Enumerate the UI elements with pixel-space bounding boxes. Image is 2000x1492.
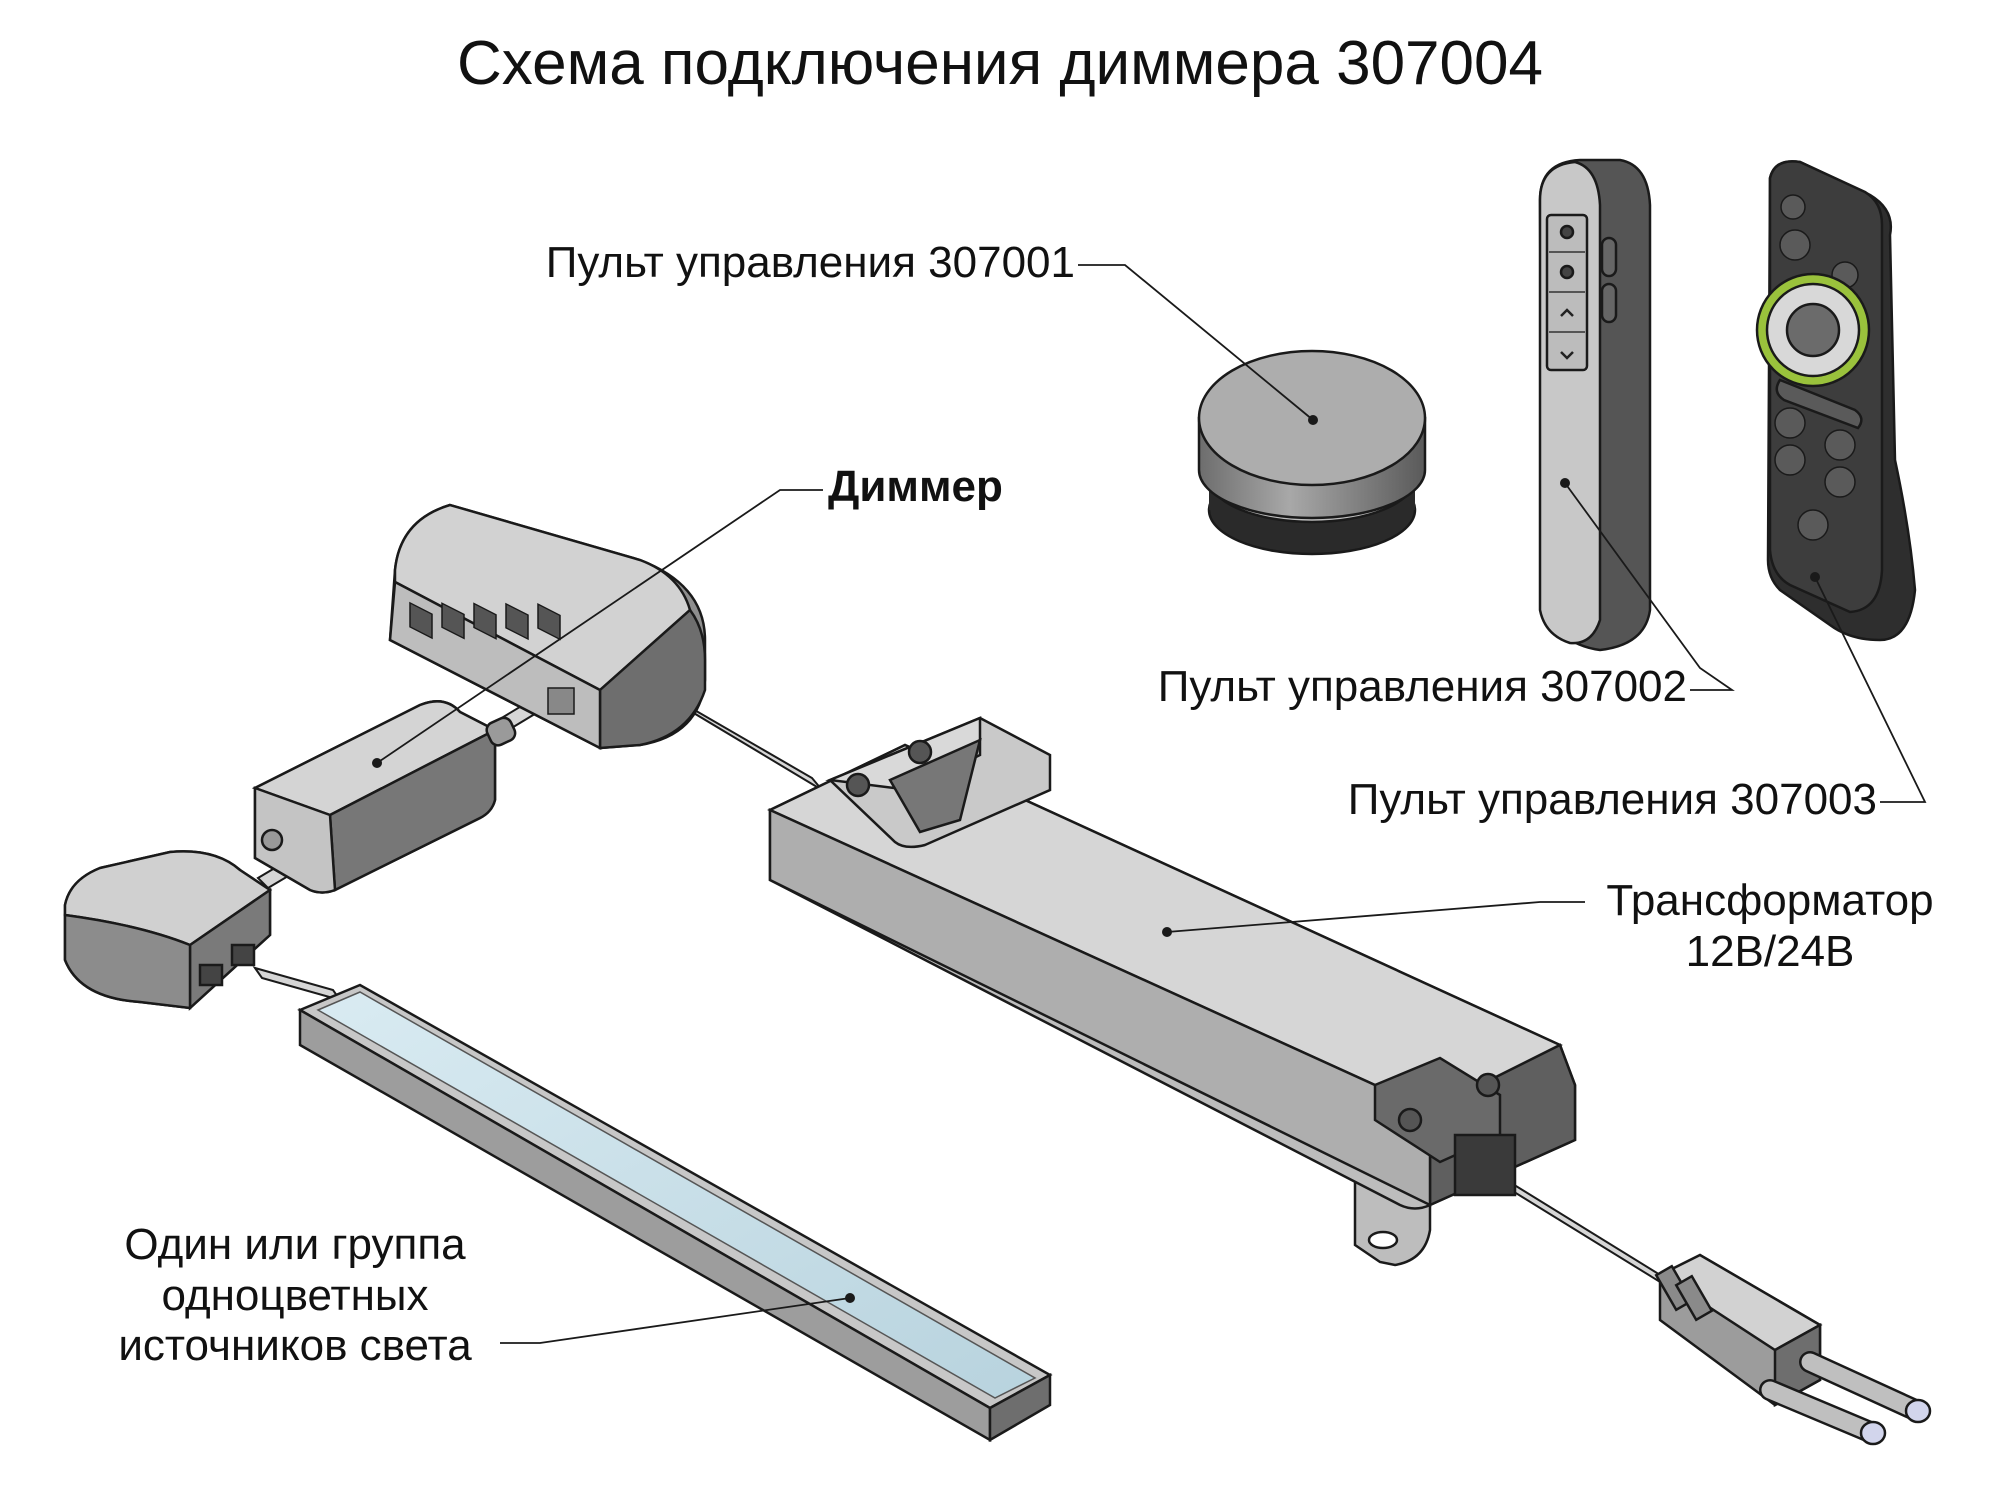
- label-dimmer: Диммер: [828, 462, 1003, 511]
- label-remote-307002: Пульт управления 307002: [1157, 662, 1687, 711]
- remote-307001-puck: [1197, 349, 1427, 556]
- diagram-title: Схема подключения диммера 307004: [457, 29, 1543, 98]
- leader-remote-307001: [1078, 264, 1314, 421]
- hub-box: [388, 503, 707, 751]
- label-remote-307001: Пульт управления 307001: [545, 238, 1075, 287]
- label-light-line3: источников света: [118, 1321, 472, 1371]
- leader-dots: [372, 415, 1820, 1303]
- dimmer-box: [251, 700, 517, 894]
- hub-plug-in: [547, 687, 575, 715]
- cable-splitter-led: [252, 966, 343, 1002]
- remote-307003-handheld: [1755, 160, 1917, 642]
- label-light-line2: одноцветных: [161, 1270, 429, 1320]
- label-light-line1: Один или группа: [124, 1220, 466, 1269]
- splitter-box: [63, 850, 273, 1011]
- leader-dimmer: [376, 489, 823, 764]
- label-light-source: Один или группа одноцветных источников с…: [85, 1220, 505, 1372]
- led-bar: [297, 983, 1053, 1443]
- leader-remote-307002: [1564, 482, 1735, 691]
- power-plug: [1654, 1253, 1932, 1446]
- leader-light-source: [500, 1297, 851, 1344]
- hub-ports: [409, 601, 561, 641]
- leader-remote-307003: [1814, 576, 1927, 803]
- leader-lines: [376, 264, 1927, 1344]
- leader-transformer: [1166, 901, 1585, 933]
- label-transformer-line2: 12В/24В: [1685, 926, 1855, 976]
- remote-307002-slim: [1538, 158, 1652, 652]
- label-transformer-line1: Трансформатор: [1606, 876, 1934, 925]
- label-remote-307003: Пульт управления 307003: [1347, 775, 1877, 824]
- label-transformer: Трансформатор 12В/24В: [1570, 876, 1970, 977]
